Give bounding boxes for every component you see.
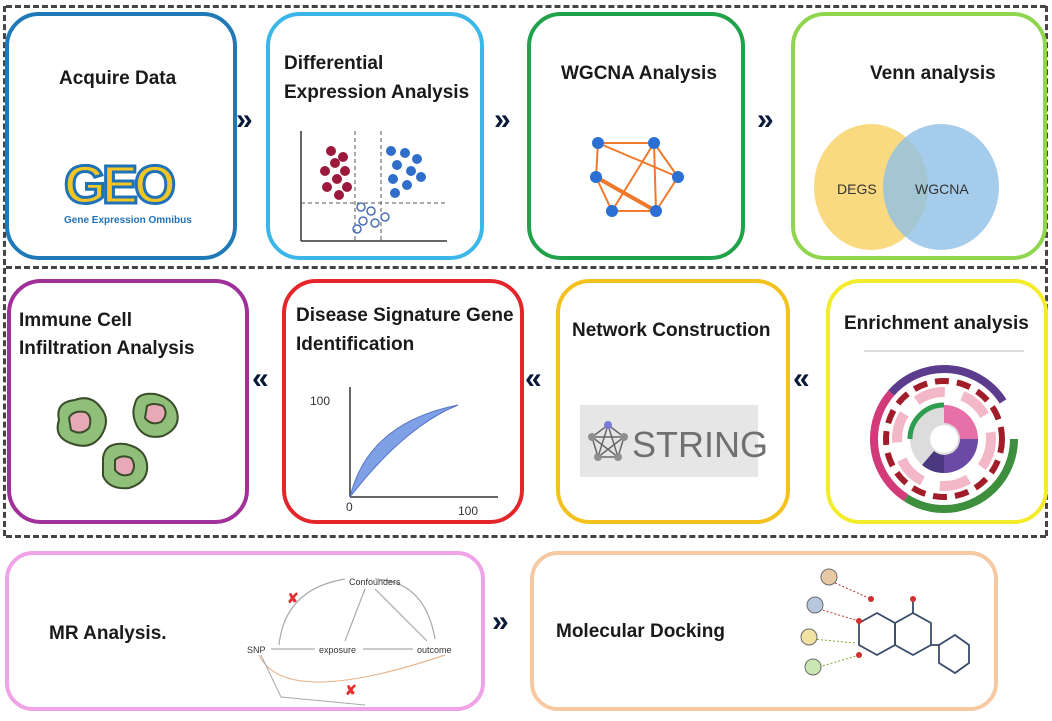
mr-snp: SNP [247, 645, 266, 655]
venn-title: Venn analysis [870, 63, 996, 84]
roc-x-max: 100 [458, 504, 478, 518]
network-graph [590, 137, 684, 217]
top-dashed-line [6, 5, 1046, 8]
differential-expression-box: Differential Expression Analysis [266, 12, 484, 260]
mr-outcome: outcome [417, 645, 452, 655]
arrow-sig-immune: « [252, 362, 269, 395]
differential-title-line1: Differential [284, 53, 384, 74]
arrow-1-2: » [236, 103, 253, 136]
molecular-docking-box: Molecular Docking [530, 551, 998, 711]
right-dashed-line [1045, 6, 1048, 536]
mr-exposure: exposure [319, 645, 356, 655]
signature-title-line1: Disease Signature Gene [296, 305, 514, 326]
left-dashed-line [3, 6, 6, 536]
string-logo: STRING [580, 405, 768, 477]
docking-title: Molecular Docking [556, 621, 725, 642]
wgcna-box: WGCNA Analysis [527, 12, 745, 260]
enrichment-title: Enrichment analysis [844, 313, 1029, 334]
network-construction-box: Network Construction STRING [556, 279, 790, 524]
roc-y-max: 100 [310, 394, 330, 408]
geo-logo-text: GEO [64, 155, 174, 215]
wgcna-title: WGCNA Analysis [561, 63, 717, 84]
geo-logo: GEO Gene Expression Omnibus [63, 154, 193, 227]
arrow-3-4: » [757, 103, 774, 136]
mr-analysis-box: MR Analysis. Confounders SNP exposure ou… [5, 551, 485, 711]
network-title: Network Construction [572, 320, 771, 341]
venn-left-label: DEGS [837, 181, 877, 197]
venn-box: Venn analysis DEGS WGCNA [791, 12, 1047, 260]
immune-title-line2: Infiltration Analysis [19, 338, 195, 359]
circular-enrichment-plot [864, 350, 1024, 513]
venn-right-label: WGCNA [915, 181, 969, 197]
mr-title: MR Analysis. [49, 623, 167, 644]
venn-diagram: DEGS WGCNA [814, 124, 999, 250]
mr-cross-2: ✘ [345, 682, 357, 698]
acquire-data-title: Acquire Data [59, 68, 177, 89]
arrow-net-sig: « [525, 362, 542, 395]
enrichment-box: Enrichment analysis [826, 279, 1048, 524]
acquire-data-box: Acquire Data GEO Gene Expression Omnibus [5, 12, 237, 260]
immune-cells-illustration [56, 392, 179, 490]
mr-confounders: Confounders [349, 577, 401, 587]
middle-dashed-line [6, 266, 1046, 269]
arrow-2-3: » [494, 103, 511, 136]
signature-title-line2: Identification [296, 334, 415, 355]
mr-cross-1: ✘ [287, 590, 299, 606]
immune-infiltration-box: Immune Cell Infiltration Analysis [7, 279, 249, 524]
mr-dag-diagram: Confounders SNP exposure outcome ✘ ✘ [247, 577, 452, 706]
signature-gene-box: Disease Signature Gene Identification 10… [282, 279, 524, 524]
geo-logo-subtitle: Gene Expression Omnibus [64, 215, 192, 226]
lower-dashed-line [6, 535, 1046, 538]
arrow-mr-docking: » [492, 605, 509, 638]
arrow-enrich-net: « [793, 362, 810, 395]
string-logo-text: STRING [632, 424, 768, 465]
volcano-plot [300, 131, 447, 242]
roc-curve: 100 0 100 [310, 387, 498, 518]
molecule-structure [800, 568, 970, 676]
roc-origin: 0 [346, 500, 353, 514]
differential-title-line2: Expression Analysis [284, 82, 470, 103]
immune-title-line1: Immune Cell [19, 310, 132, 331]
